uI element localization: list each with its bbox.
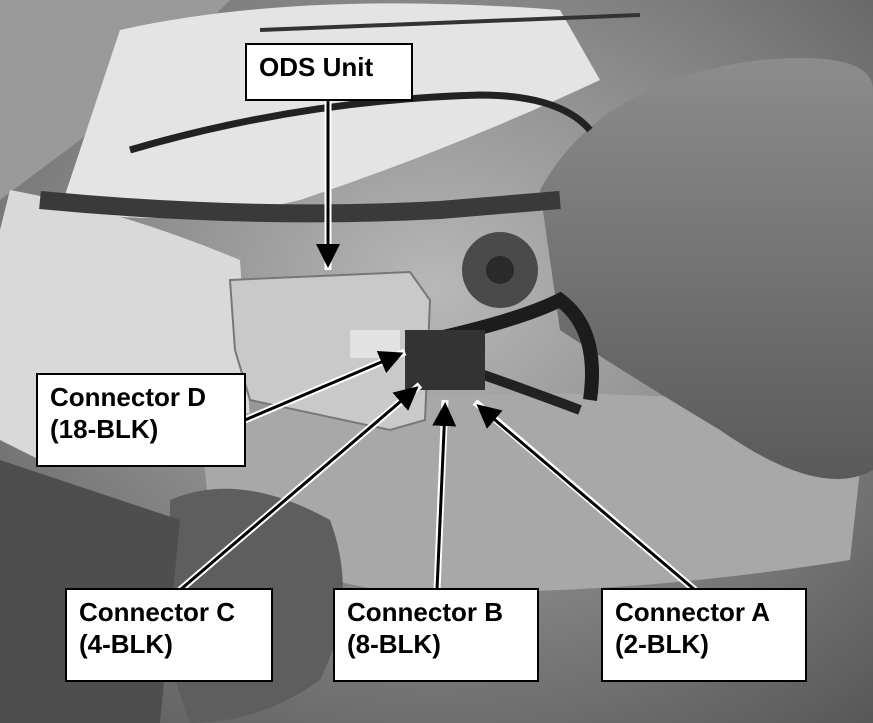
label-connector-c-name: Connector C [79, 597, 235, 627]
seat-side-cover [540, 58, 873, 479]
label-connector-d: Connector D (18-BLK) [36, 373, 246, 467]
seat-frame-wire-2 [259, 13, 641, 32]
arrow-connector-c [179, 386, 419, 592]
wire-harness [428, 291, 599, 401]
label-connector-b: Connector B (8-BLK) [333, 588, 539, 682]
arrow-connector-d [244, 350, 404, 422]
ods-unit-box [228, 270, 432, 432]
label-ods-unit-text: ODS Unit [259, 52, 374, 82]
label-connector-b-name: Connector B [347, 597, 503, 627]
frame-mount-bolt [486, 256, 514, 284]
connector-cluster [405, 330, 485, 390]
label-ods-unit: ODS Unit [245, 43, 413, 101]
label-connector-d-spec: (18-BLK) [50, 414, 159, 444]
label-connector-a: Connector A (2-BLK) [601, 588, 807, 682]
label-connector-a-spec: (2-BLK) [615, 629, 709, 659]
seat-frame-wire [129, 91, 593, 154]
arrow-connector-b [432, 402, 457, 591]
label-connector-c-spec: (4-BLK) [79, 629, 173, 659]
label-connector-b-spec: (8-BLK) [347, 629, 441, 659]
arrow-connector-a [476, 404, 696, 592]
seat-frame-rail [39, 191, 561, 223]
seat-cushion [200, 393, 860, 592]
label-connector-c: Connector C (4-BLK) [65, 588, 273, 682]
label-connector-a-name: Connector A [615, 597, 771, 627]
label-connector-d-name: Connector D [50, 382, 206, 412]
